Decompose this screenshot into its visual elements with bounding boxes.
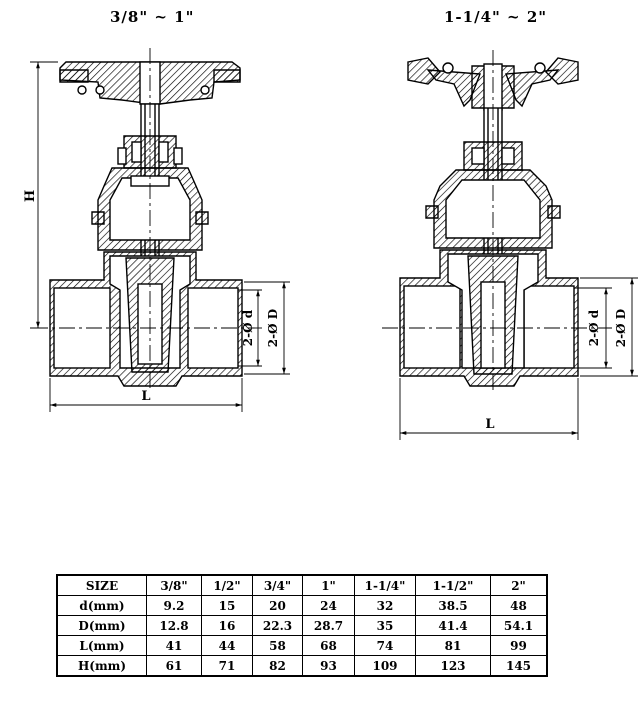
value-cell: 123 bbox=[415, 655, 491, 677]
valve-drawings: H L 2-Ø d 2-Ø D bbox=[23, 48, 638, 440]
bonnet-left bbox=[91, 167, 209, 251]
size-cell: 1" bbox=[302, 574, 355, 596]
dimensions-right bbox=[399, 277, 638, 440]
outer-diameter-label-left: 2-Ø D bbox=[266, 309, 280, 347]
dimension-table: SIZE 3/8" 1/2" 3/4" 1" 1-1/4" 1-1/2" 2" … bbox=[56, 574, 548, 677]
row-label: d(mm) bbox=[56, 595, 147, 616]
table-header-size: SIZE bbox=[56, 574, 147, 596]
value-cell: 54.1 bbox=[490, 615, 548, 636]
row-label: H(mm) bbox=[56, 655, 147, 677]
value-cell: 82 bbox=[252, 655, 303, 677]
value-cell: 68 bbox=[302, 635, 355, 656]
value-cell: 22.3 bbox=[252, 615, 303, 636]
value-cell: 48 bbox=[490, 595, 548, 616]
value-cell: 35 bbox=[354, 615, 416, 636]
bonnet-right bbox=[425, 169, 561, 249]
table-row: H(mm) 61 71 82 93 109 123 145 bbox=[56, 655, 548, 677]
value-cell: 24 bbox=[302, 595, 355, 616]
size-cell: 3/8" bbox=[146, 574, 202, 596]
table-row: L(mm) 41 44 58 68 74 81 99 bbox=[56, 635, 548, 656]
length-label-left: L bbox=[141, 389, 150, 404]
size-cell: 1-1/2" bbox=[415, 574, 491, 596]
value-cell: 44 bbox=[201, 635, 253, 656]
value-cell: 74 bbox=[354, 635, 416, 656]
table-row: d(mm) 9.2 15 20 24 32 38.5 48 bbox=[56, 595, 548, 616]
value-cell: 58 bbox=[252, 635, 303, 656]
size-cell: 1/2" bbox=[201, 574, 253, 596]
size-cell: 1-1/4" bbox=[354, 574, 416, 596]
length-label-right: L bbox=[485, 417, 494, 432]
large-valve-drawing bbox=[382, 50, 612, 394]
value-cell: 109 bbox=[354, 655, 416, 677]
size-cell: 2" bbox=[490, 574, 548, 596]
body-right bbox=[399, 249, 579, 387]
inner-diameter-label-right: 2-Ø d bbox=[587, 309, 601, 346]
body-left bbox=[49, 251, 243, 387]
inner-diameter-label-left: 2-Ø d bbox=[241, 309, 255, 346]
value-cell: 61 bbox=[146, 655, 202, 677]
height-label: H bbox=[23, 190, 38, 202]
outer-diameter-label-right: 2-Ø D bbox=[614, 309, 628, 347]
value-cell: 9.2 bbox=[146, 595, 202, 616]
value-cell: 71 bbox=[201, 655, 253, 677]
value-cell: 12.8 bbox=[146, 615, 202, 636]
value-cell: 99 bbox=[490, 635, 548, 656]
value-cell: 93 bbox=[302, 655, 355, 677]
row-label: L(mm) bbox=[56, 635, 147, 656]
value-cell: 15 bbox=[201, 595, 253, 616]
row-label: D(mm) bbox=[56, 615, 147, 636]
value-cell: 38.5 bbox=[415, 595, 491, 616]
table-row: D(mm) 12.8 16 22.3 28.7 35 41.4 54.1 bbox=[56, 615, 548, 636]
dimensions-left bbox=[30, 61, 290, 412]
title-small-valve: 3/8" ~ 1" bbox=[110, 8, 195, 26]
value-cell: 28.7 bbox=[302, 615, 355, 636]
table-row-size: SIZE 3/8" 1/2" 3/4" 1" 1-1/4" 1-1/2" 2" bbox=[56, 574, 548, 596]
title-large-valve: 1-1/4" ~ 2" bbox=[444, 8, 548, 26]
small-valve-drawing bbox=[32, 48, 262, 392]
packing-nut-right bbox=[463, 141, 523, 171]
value-cell: 145 bbox=[490, 655, 548, 677]
value-cell: 20 bbox=[252, 595, 303, 616]
value-cell: 41.4 bbox=[415, 615, 491, 636]
size-cell: 3/4" bbox=[252, 574, 303, 596]
value-cell: 32 bbox=[354, 595, 416, 616]
value-cell: 41 bbox=[146, 635, 202, 656]
value-cell: 81 bbox=[415, 635, 491, 656]
value-cell: 16 bbox=[201, 615, 253, 636]
